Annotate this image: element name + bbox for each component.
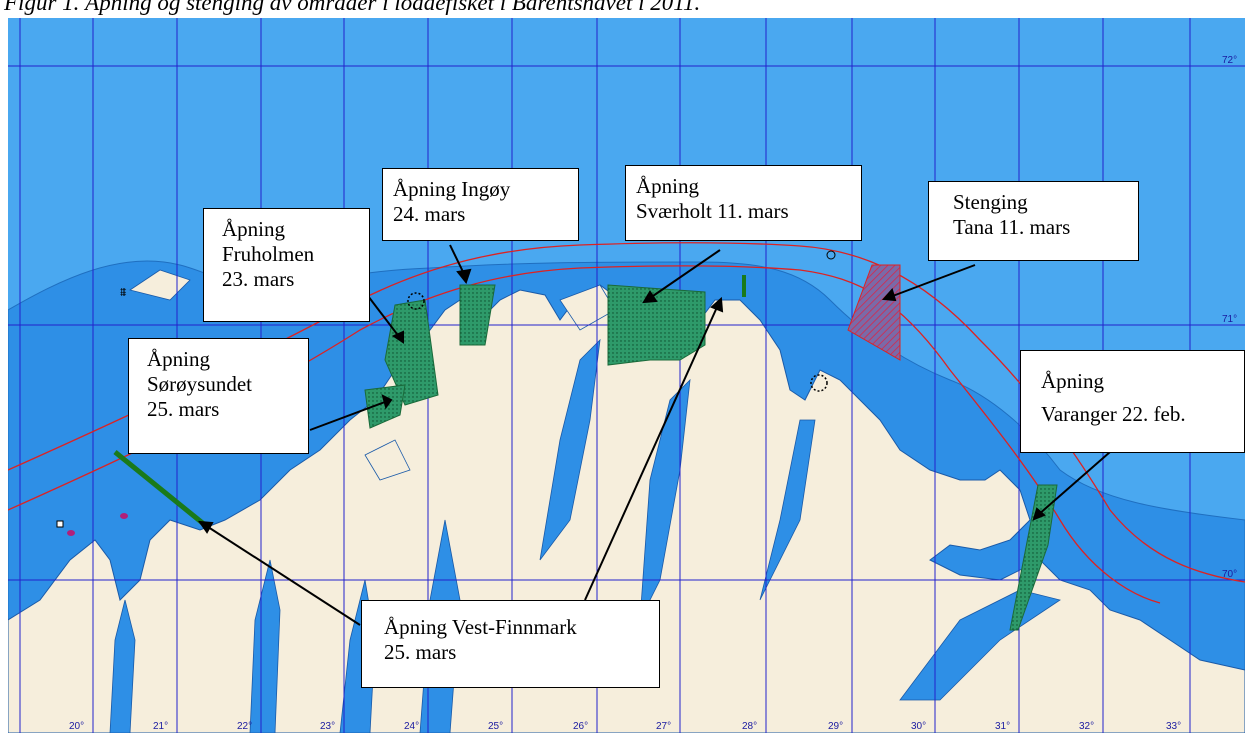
- lighthouse-symbol: [56, 520, 64, 528]
- latitude-label: 70°: [1222, 569, 1237, 580]
- longitude-label: 28°: [742, 721, 757, 732]
- area-ingoy: [459, 284, 496, 346]
- longitude-label: 27°: [656, 721, 671, 732]
- islands: [129, 269, 616, 481]
- callout-fruholmen-line3: 23. mars: [222, 267, 295, 291]
- area-fruholmen: [384, 299, 439, 406]
- barents-sea-map[interactable]: ⩩ 20° 21° 22° 23° 24° 25° 26° 27° 28° 29° 30° 31° 32…: [8, 18, 1245, 733]
- callout-fruholmen: Åpning Fruholmen 23. mars: [203, 208, 370, 322]
- callout-ingoy: Åpning Ingøy 24. mars: [382, 168, 579, 241]
- buoy-symbol-1: [67, 530, 75, 536]
- line-vest-finnmark: [113, 450, 207, 527]
- buoy-symbol-2: [120, 513, 128, 519]
- longitude-label: 33°: [1166, 721, 1181, 732]
- callout-fruholmen-line1: Åpning: [222, 217, 285, 241]
- longitude-label: 23°: [320, 721, 335, 732]
- latitude-label: 72°: [1222, 55, 1237, 66]
- callout-ingoy-line1: Åpning Ingøy: [393, 177, 511, 201]
- callout-soroysundet: Åpning Sørøysundet 25. mars: [128, 338, 309, 454]
- longitude-label: 29°: [828, 721, 843, 732]
- dashed-circle-tana: [810, 374, 828, 392]
- latitude-label: 71°: [1222, 314, 1237, 325]
- callout-arrows: [197, 244, 1111, 626]
- callout-vest-finnmark-line2: 25. mars: [384, 640, 457, 664]
- longitude-label: 26°: [573, 721, 588, 732]
- figure-caption: Figur 1. Åpning og stenging av områder i…: [4, 0, 701, 15]
- callout-tana-line1: Stenging: [953, 190, 1028, 214]
- callout-ingoy-line2: 24. mars: [393, 202, 466, 226]
- callout-tana-line2: Tana 11. mars: [953, 215, 1071, 239]
- callout-tana: Stenging Tana 11. mars: [928, 181, 1139, 261]
- marker-svaerholt-east: [742, 275, 746, 297]
- callout-varanger-line2: Varanger 22. feb.: [1041, 402, 1186, 426]
- callout-varanger: Åpning Varanger 22. feb.: [1020, 350, 1245, 453]
- callout-soroysundet-line2: Sørøysundet: [147, 372, 252, 396]
- callout-vest-finnmark-line1: Åpning Vest-Finnmark: [384, 615, 577, 639]
- area-tana-closed: [847, 264, 901, 361]
- boundary-line-outer: [8, 242, 1245, 583]
- longitude-label: 20°: [69, 721, 84, 732]
- callout-fruholmen-line2: Fruholmen: [222, 242, 315, 266]
- longitude-label: 30°: [911, 721, 926, 732]
- area-svaerholt: [607, 284, 706, 366]
- callout-soroysundet-line1: Åpning: [147, 347, 210, 371]
- callout-varanger-line1: Åpning: [1041, 369, 1104, 393]
- platform-symbol-east: [826, 250, 836, 260]
- dashed-circle-fruholmen: [407, 292, 425, 310]
- longitude-label: 25°: [488, 721, 503, 732]
- longitude-label: 21°: [153, 721, 168, 732]
- callout-vest-finnmark: Åpning Vest-Finnmark 25. mars: [361, 600, 660, 688]
- longitude-label: 32°: [1079, 721, 1094, 732]
- callout-soroysundet-line3: 25. mars: [147, 397, 220, 421]
- longitude-label: 24°: [404, 721, 419, 732]
- longitude-label: 22°: [237, 721, 252, 732]
- callout-svaerholt-line2: Sværholt 11. mars: [636, 199, 789, 223]
- callout-svaerholt: Åpning Sværholt 11. mars: [625, 165, 862, 241]
- area-varanger: [1009, 484, 1058, 631]
- callout-svaerholt-line1: Åpning: [636, 174, 699, 198]
- wreck-symbol-west: ⩩: [120, 285, 127, 299]
- longitude-label: 31°: [995, 721, 1010, 732]
